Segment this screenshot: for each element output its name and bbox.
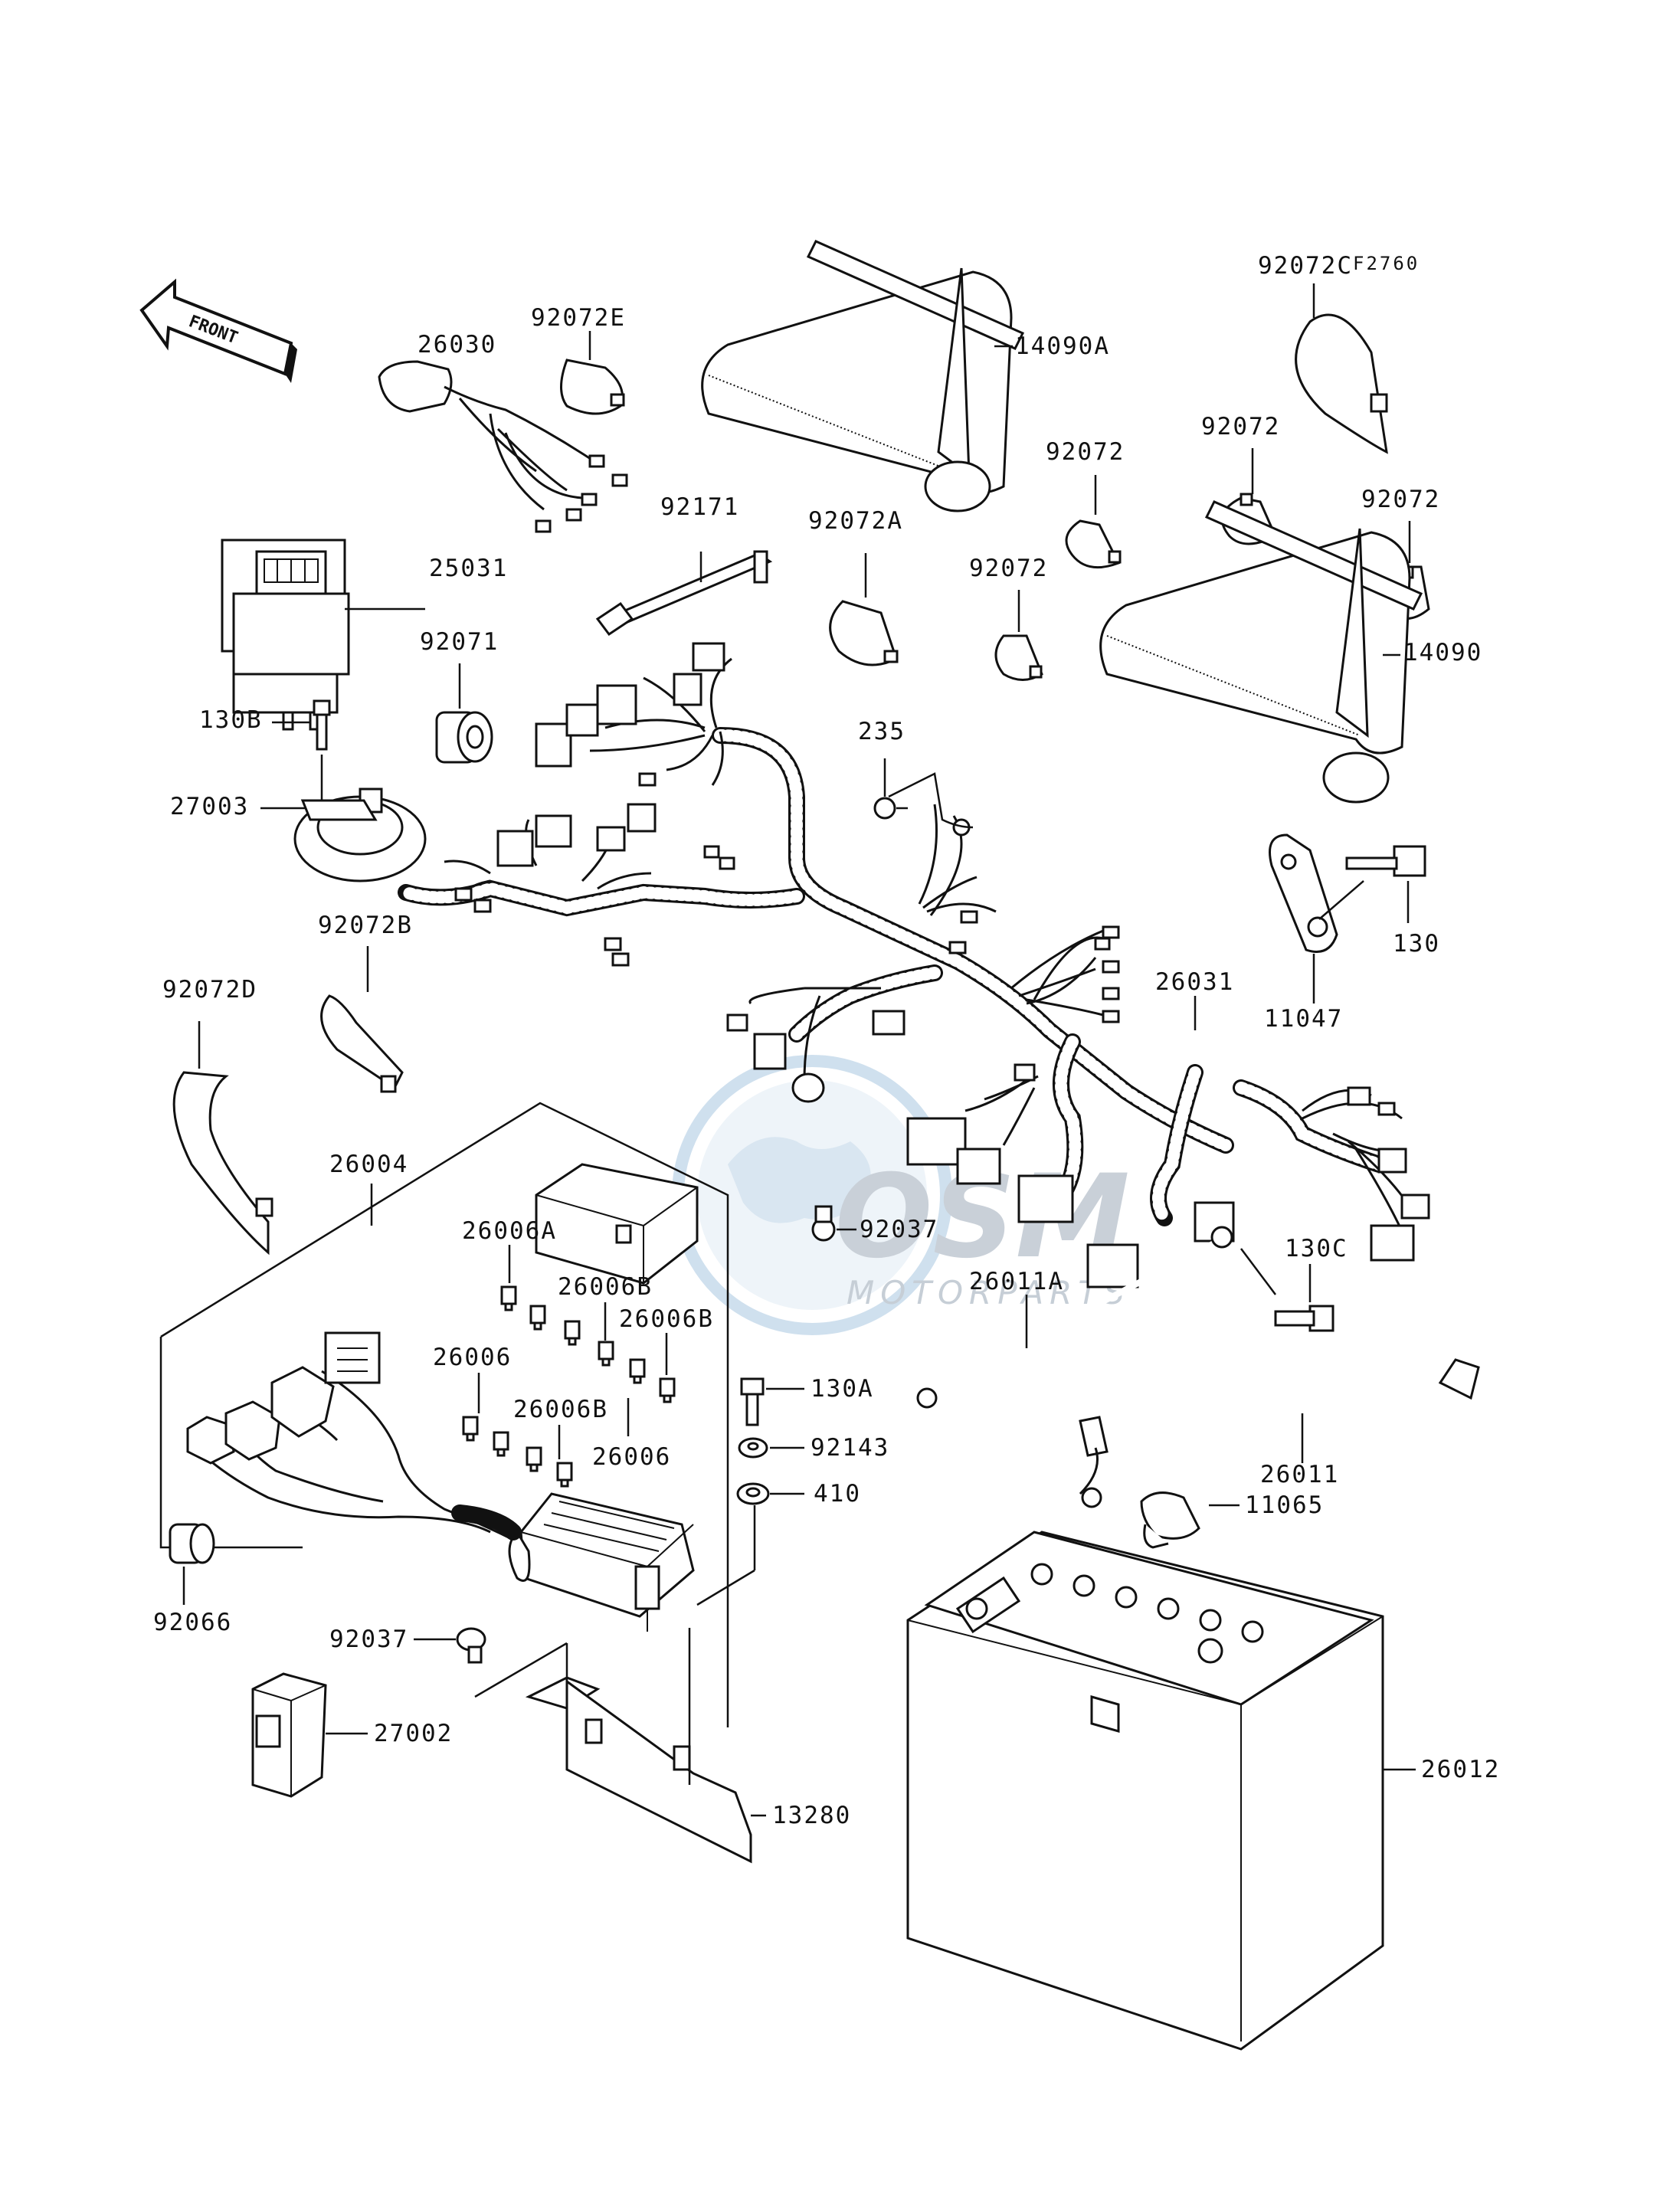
- relay-27002: [251, 1672, 327, 1798]
- label-130: 130: [1393, 930, 1440, 958]
- cable-band-92072B: [320, 994, 404, 1093]
- label-92143: 92143: [811, 1434, 889, 1462]
- bracket-92171: [595, 550, 773, 637]
- bolt-130B: [313, 699, 331, 751]
- label-130C: 130C: [1285, 1235, 1348, 1262]
- cover-14090A: [701, 240, 1025, 512]
- part-labels: 92072E 26030 14090A 92072C 92072 92072 9…: [153, 252, 1500, 1829]
- bolt-130A: [740, 1377, 765, 1426]
- terminal-cover-11065: [1140, 1491, 1200, 1549]
- front-arrow-icon: FRONT: [139, 278, 297, 383]
- cable-band-92072A: [829, 600, 899, 666]
- label-26011A: 26011A: [969, 1268, 1064, 1295]
- washer-410: [736, 1482, 770, 1505]
- label-26004: 26004: [329, 1151, 408, 1178]
- fuse-group: [462, 1285, 676, 1488]
- diagram-ref-code: F2760: [1353, 253, 1420, 274]
- label-92072-c: 92072: [1361, 486, 1440, 513]
- label-11065: 11065: [1245, 1491, 1324, 1519]
- label-92072-a: 92072: [1046, 438, 1125, 466]
- watermark-subtitle: MOTORPARTS: [847, 1274, 1131, 1311]
- label-26030: 26030: [418, 331, 496, 359]
- cable-band-92072C: [1295, 313, 1388, 454]
- label-92072-b: 92072: [1201, 413, 1280, 440]
- bracket-13280: [474, 1628, 752, 1864]
- battery-cable-26011: [1079, 1356, 1480, 1508]
- label-92066: 92066: [153, 1609, 232, 1636]
- washer-92143: [738, 1437, 768, 1459]
- label-14090: 14090: [1403, 639, 1482, 666]
- label-26012: 26012: [1421, 1756, 1500, 1783]
- label-92072E: 92072E: [531, 304, 626, 332]
- cover-14090: [1099, 500, 1423, 804]
- label-25031: 25031: [429, 555, 508, 582]
- battery-cable-26011A: [916, 1226, 1233, 1409]
- label-14090A: 14090A: [1015, 332, 1110, 360]
- label-410: 410: [814, 1480, 861, 1508]
- label-26011: 26011: [1260, 1461, 1339, 1488]
- label-92171: 92171: [660, 493, 739, 521]
- label-27003: 27003: [170, 793, 249, 820]
- label-235: 235: [858, 718, 905, 745]
- label-92072B: 92072B: [318, 912, 413, 939]
- label-27002: 27002: [374, 1720, 453, 1747]
- cable-band-92072D: [172, 1071, 273, 1256]
- label-26006-a: 26006: [433, 1344, 512, 1371]
- clamp-92037-upper: [811, 1205, 836, 1242]
- battery-26012: [906, 1531, 1384, 2051]
- fuse-box-assembly-outline: [159, 1102, 729, 1727]
- label-92037-b: 92037: [329, 1626, 408, 1653]
- label-11047: 11047: [1264, 1005, 1343, 1033]
- sub-harness-26030: [378, 360, 628, 533]
- label-92072D: 92072D: [162, 976, 257, 1004]
- label-26006B-c: 26006B: [513, 1396, 608, 1423]
- label-130B: 130B: [199, 706, 263, 734]
- label-92071: 92071: [420, 628, 499, 656]
- bolt-130: [1345, 845, 1426, 877]
- label-130A: 130A: [811, 1375, 874, 1403]
- label-26006-b: 26006: [592, 1443, 671, 1471]
- grommet-92066: [169, 1523, 215, 1564]
- watermark: OSM MOTORPARTS: [672, 1055, 1131, 1335]
- label-26006B-a: 26006B: [558, 1273, 653, 1301]
- clamp-92037-lower: [456, 1627, 486, 1664]
- label-26006B-b: 26006B: [619, 1305, 714, 1333]
- label-92072A: 92072A: [808, 507, 903, 535]
- plate-11047: [1269, 833, 1338, 953]
- bolt-130C: [1274, 1305, 1335, 1332]
- label-92037-a: 92037: [860, 1216, 938, 1243]
- main-harness-26031: [398, 642, 1430, 1288]
- label-92072-d: 92072: [969, 555, 1048, 582]
- label-13280: 13280: [772, 1802, 851, 1829]
- label-26006A: 26006A: [462, 1217, 557, 1245]
- screw-235: [873, 797, 908, 820]
- cable-band-92072E: [560, 359, 625, 415]
- label-26031: 26031: [1155, 968, 1234, 996]
- grommet-92071: [435, 711, 493, 764]
- horn-27003: [293, 787, 427, 882]
- label-92072C: 92072C: [1258, 252, 1353, 280]
